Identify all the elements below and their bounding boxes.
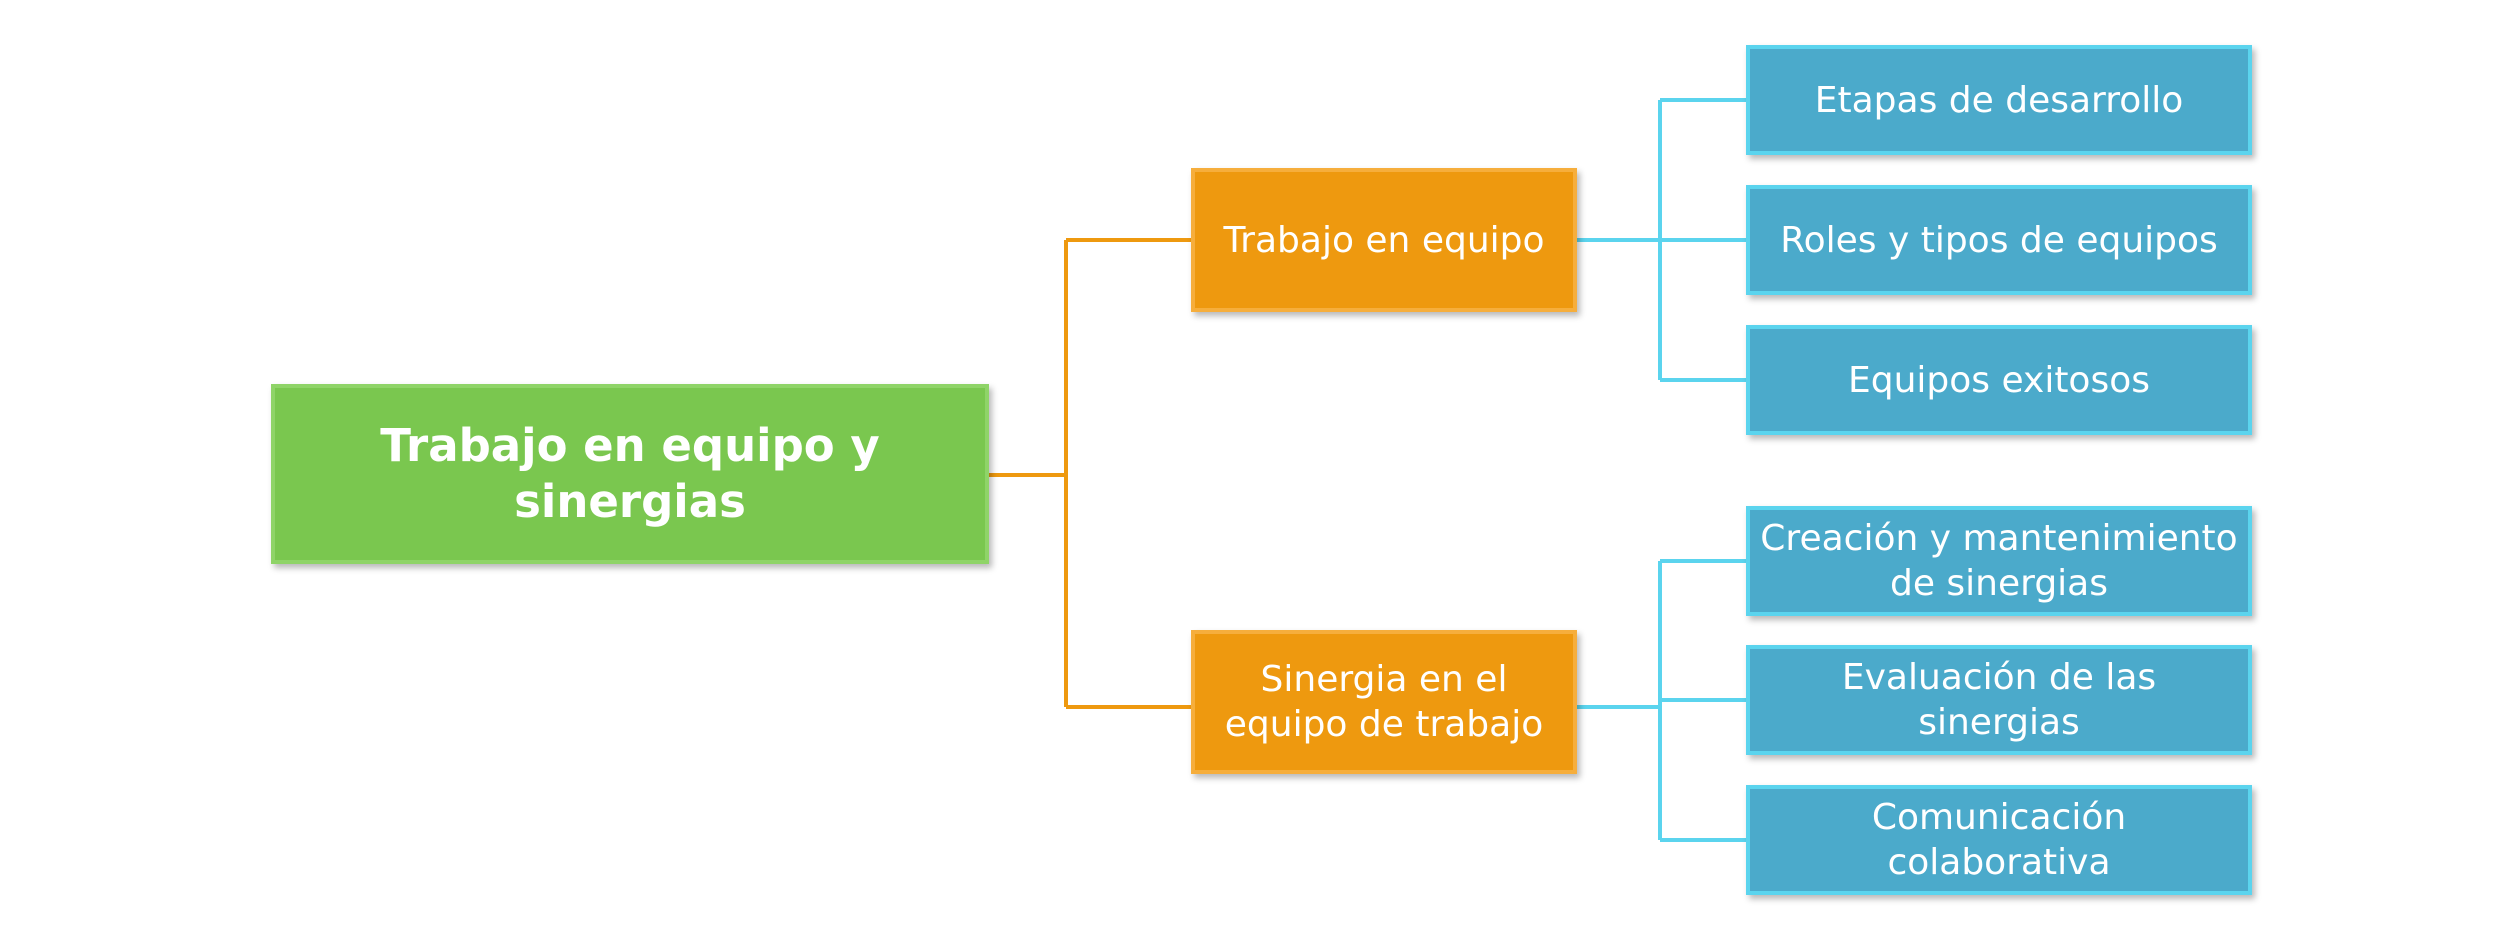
root-branch-connectors [989, 238, 1191, 709]
root-label: Trabajo en equipo y sinergias [380, 418, 880, 528]
leaf-node-comunicacion: Comunicación colaborativa [1746, 785, 2252, 895]
leaf-label: Creación y mantenimiento de sinergias [1760, 518, 2238, 604]
branch-label: Trabajo en equipo [1223, 219, 1545, 261]
leaf-node-etapas: Etapas de desarrollo [1746, 45, 2252, 155]
leaf-label: Comunicación colaborativa [1871, 797, 2127, 883]
leaf-node-evaluacion: Evaluación de las sinergias [1746, 645, 2252, 755]
branch-2-connectors [1577, 559, 1746, 842]
branch-node-sinergia: Sinergia en el equipo de trabajo [1191, 630, 1577, 774]
root-node: Trabajo en equipo y sinergias [271, 384, 989, 564]
leaf-label: Evaluación de las sinergias [1841, 657, 2157, 743]
leaf-label: Equipos exitosos [1848, 359, 2150, 401]
leaf-label: Etapas de desarrollo [1814, 79, 2184, 121]
branch-label: Sinergia en el equipo de trabajo [1224, 659, 1544, 745]
leaf-label: Roles y tipos de equipos [1780, 219, 2218, 261]
leaf-node-creacion: Creación y mantenimiento de sinergias [1746, 506, 2252, 616]
branch-1-connectors [1577, 98, 1746, 382]
leaf-node-roles: Roles y tipos de equipos [1746, 185, 2252, 295]
branch-node-trabajo-en-equipo: Trabajo en equipo [1191, 168, 1577, 312]
leaf-node-equipos-exitosos: Equipos exitosos [1746, 325, 2252, 435]
